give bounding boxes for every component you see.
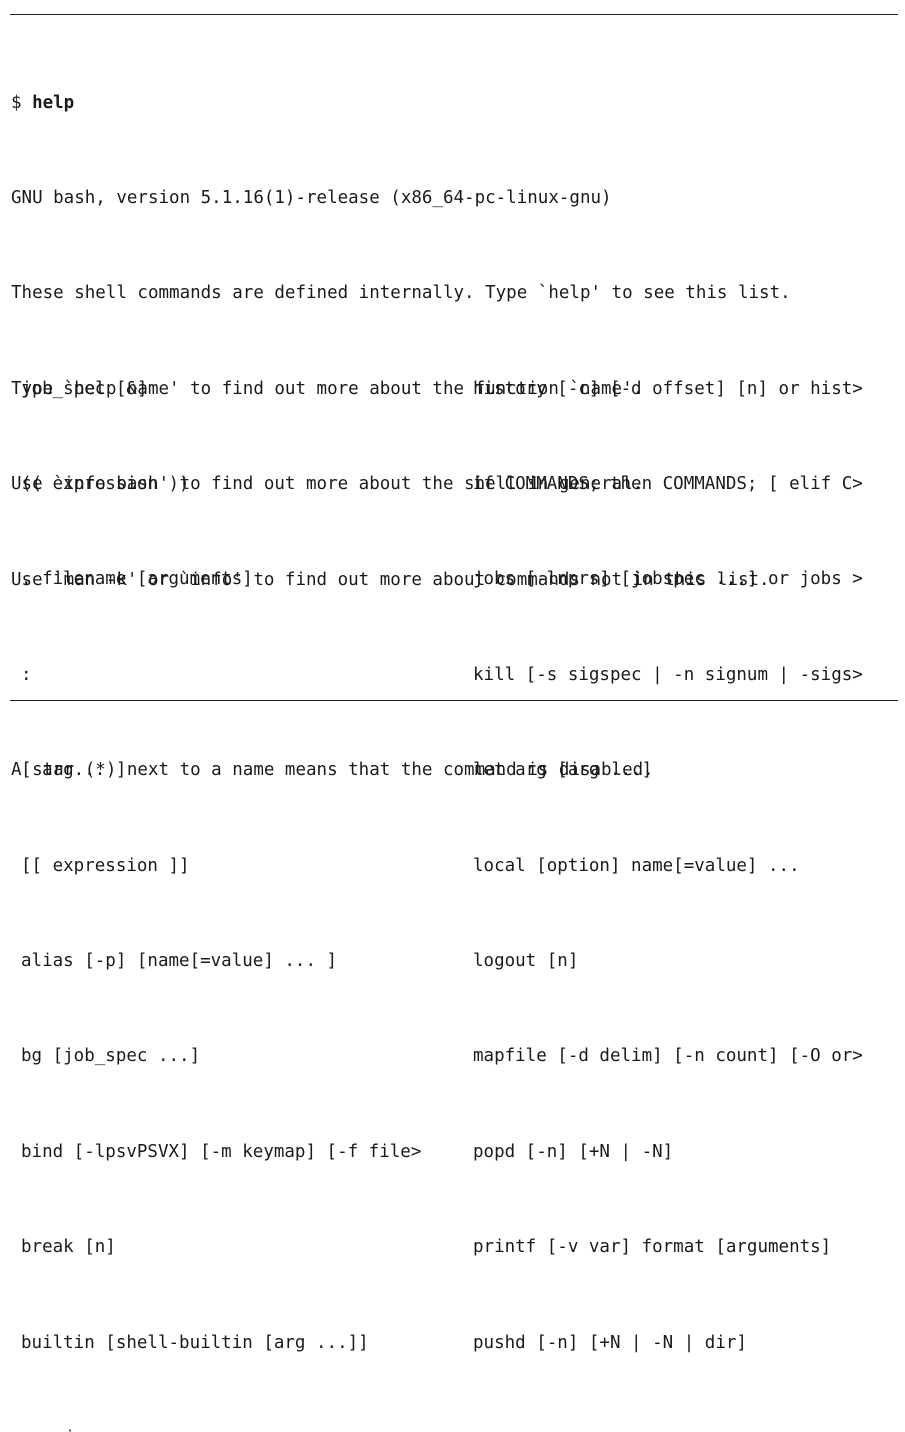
prompt-symbol: $ xyxy=(11,92,33,113)
command-row: [[ expression ]] local [option] name[=va… xyxy=(21,851,896,883)
command-right: kill [-s sigspec | -n signum | -sigs> xyxy=(473,664,863,685)
command-row: job_spec [&] history [-c] [-d offset] [n… xyxy=(21,374,896,406)
command-row: [ arg... ] let arg [arg ...] xyxy=(21,755,896,787)
command-row: builtin [shell-builtin [arg ...]] pushd … xyxy=(21,1328,896,1360)
command-right: let arg [arg ...] xyxy=(473,760,653,781)
command-left: [[ expression ]] xyxy=(21,855,190,876)
command-left: (( expression )) xyxy=(21,473,190,494)
command-left: . filename [arguments] xyxy=(21,569,253,590)
intro-line: Use `info bash' to find out more about t… xyxy=(11,474,644,495)
command-right: history [-c] [-d offset] [n] or hist> xyxy=(473,378,863,399)
command-row: . filename [arguments] jobs [-lnprs] [jo… xyxy=(21,564,896,596)
command-list: job_spec [&] history [-c] [-d offset] [n… xyxy=(21,310,896,1432)
prompt-command: help xyxy=(32,92,75,113)
snip-marker: --snip-- xyxy=(21,1423,105,1432)
prompt-line: $ help xyxy=(11,88,891,120)
command-left: job_spec [&] xyxy=(21,378,148,399)
command-right: logout [n] xyxy=(473,950,579,971)
command-left: bg [job_spec ...] xyxy=(21,1046,201,1067)
intro-line: Type `help name' to find out more about … xyxy=(11,378,644,399)
intro-line: Use `man -k' or `info' to find out more … xyxy=(11,569,770,590)
command-row: (( expression )) if COMMANDS; then COMMA… xyxy=(21,469,896,501)
command-right: jobs [-lnprs] [jobspec ...] or jobs > xyxy=(473,569,863,590)
intro-line: GNU bash, version 5.1.16(1)-release (x86… xyxy=(11,187,612,208)
command-row: : kill [-s sigspec | -n signum | -sigs> xyxy=(21,660,896,692)
command-right: popd [-n] [+N | -N] xyxy=(473,1141,674,1162)
command-left: alias [-p] [name[=value] ... ] xyxy=(21,950,338,971)
command-right: if COMMANDS; then COMMANDS; [ elif C> xyxy=(473,473,863,494)
command-left: [ arg... ] xyxy=(21,760,127,781)
command-row: alias [-p] [name[=value] ... ] logout [n… xyxy=(21,946,896,978)
command-right: pushd [-n] [+N | -N | dir] xyxy=(473,1332,747,1353)
command-right: mapfile [-d delim] [-n count] [-O or> xyxy=(473,1046,863,1067)
command-row: bind [-lpsvPSVX] [-m keymap] [-f file> p… xyxy=(21,1137,896,1169)
command-row: bg [job_spec ...] mapfile [-d delim] [-n… xyxy=(21,1041,896,1073)
command-right: local [option] name[=value] ... xyxy=(473,855,800,876)
command-left: builtin [shell-builtin [arg ...]] xyxy=(21,1332,369,1353)
top-rule xyxy=(10,14,898,15)
bottom-rule xyxy=(10,700,898,701)
command-right: printf [-v var] format [arguments] xyxy=(473,1237,832,1258)
command-row: break [n] printf [-v var] format [argume… xyxy=(21,1232,896,1264)
command-left: bind [-lpsvPSVX] [-m keymap] [-f file> xyxy=(21,1141,422,1162)
command-left: : xyxy=(21,664,32,685)
intro-line: These shell commands are defined interna… xyxy=(11,283,791,304)
snip-row: --snip-- xyxy=(21,1423,896,1432)
command-left: break [n] xyxy=(21,1237,116,1258)
